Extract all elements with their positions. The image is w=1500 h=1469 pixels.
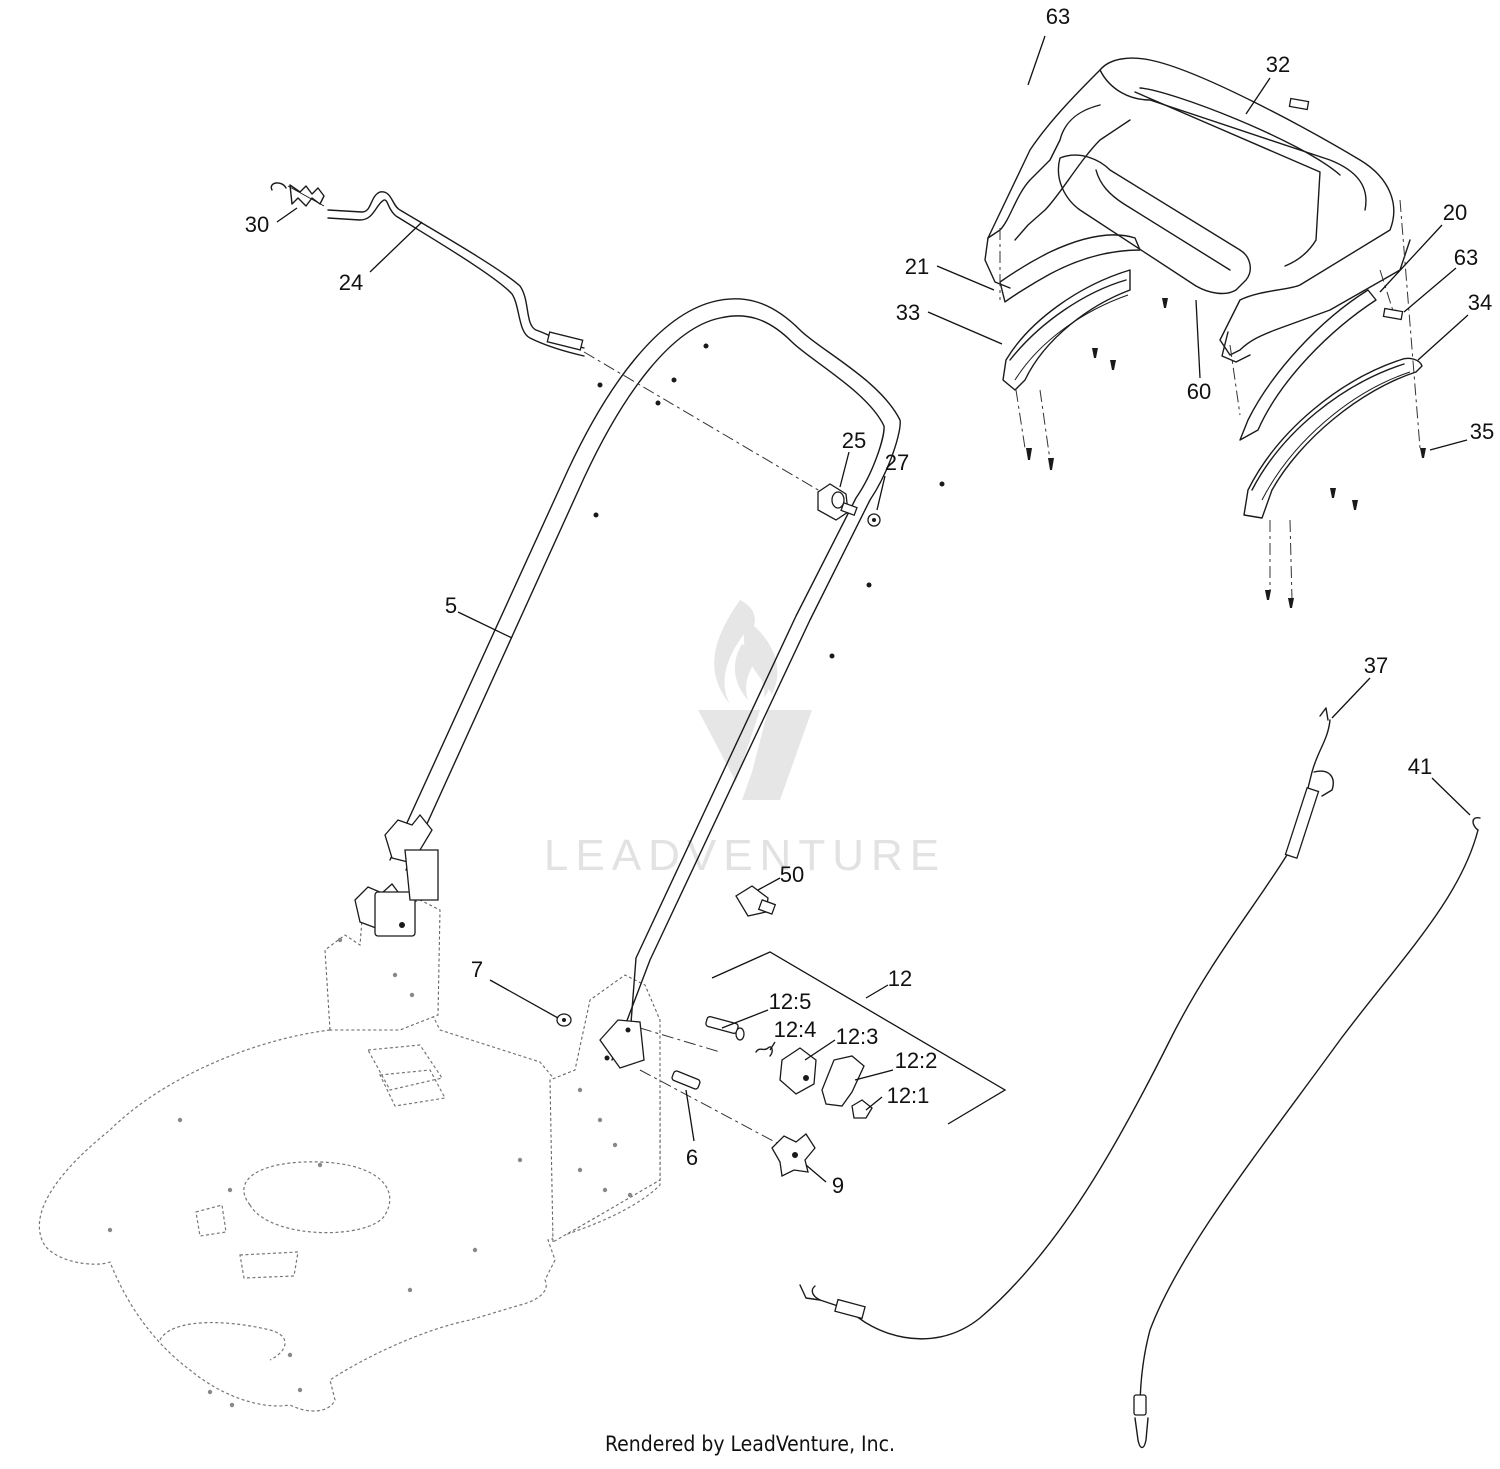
- callout-25: 25: [842, 428, 866, 453]
- render-credit: Rendered by LeadVenture, Inc.: [605, 1432, 895, 1456]
- callouts: 63 32 30 24 21 20 63 33 34 60 35 25 27 5…: [245, 4, 1494, 1198]
- cable-37: [799, 707, 1334, 1340]
- handle-tube: [389, 298, 945, 1063]
- callout-6: 6: [686, 1145, 698, 1170]
- callout-30: 30: [245, 212, 269, 237]
- nut-part: [556, 1013, 572, 1027]
- callout-50: 50: [780, 862, 804, 887]
- pin-part: [671, 1070, 701, 1090]
- spring-part: [270, 182, 325, 207]
- cable-41: [1133, 817, 1481, 1449]
- callout-9: 9: [832, 1173, 844, 1198]
- callout-21: 21: [905, 254, 929, 279]
- flame-logo-icon: [698, 600, 812, 800]
- washer-part: [867, 513, 881, 527]
- callout-34: 34: [1468, 290, 1492, 315]
- callout-32: 32: [1266, 52, 1290, 77]
- callout-20: 20: [1443, 200, 1467, 225]
- leader-lines: [276, 35, 1471, 1183]
- callout-60: 60: [1187, 379, 1211, 404]
- watermark-text: LEADVENTURE: [544, 831, 946, 880]
- assembly-line-rod: [583, 351, 831, 498]
- watermark: LEADVENTURE: [544, 600, 946, 880]
- callout-12-3: 12:3: [836, 1024, 879, 1049]
- callout-12-1: 12:1: [887, 1083, 930, 1108]
- left-knob-assembly: [354, 813, 439, 937]
- mower-deck: [38, 899, 661, 1412]
- callout-7: 7: [471, 957, 483, 982]
- assembly-line-lower: [639, 1027, 721, 1053]
- callout-24: 24: [339, 270, 363, 295]
- callout-35: 35: [1470, 419, 1494, 444]
- callout-12: 12: [888, 966, 912, 991]
- callout-27: 27: [885, 450, 909, 475]
- callout-37: 37: [1364, 653, 1388, 678]
- lever-kit-12: [705, 1016, 873, 1119]
- right-handle-bracket: [599, 1019, 645, 1069]
- bushing-part: [817, 483, 858, 521]
- bracket-12-leader: [711, 951, 1007, 1125]
- control-rod: [327, 191, 585, 357]
- callout-33: 33: [896, 300, 920, 325]
- callout-41: 41: [1408, 754, 1432, 779]
- adapter-50: [735, 885, 777, 917]
- callout-5: 5: [445, 593, 457, 618]
- upper-console: [984, 57, 1426, 608]
- callout-12-4: 12:4: [774, 1017, 817, 1042]
- star-knob-part: [771, 1133, 816, 1177]
- callout-12-5: 12:5: [769, 989, 812, 1014]
- callout-63-right: 63: [1454, 245, 1478, 270]
- callout-63-top: 63: [1046, 4, 1070, 29]
- callout-12-2: 12:2: [895, 1048, 938, 1073]
- assembly-line-knob: [639, 1069, 791, 1151]
